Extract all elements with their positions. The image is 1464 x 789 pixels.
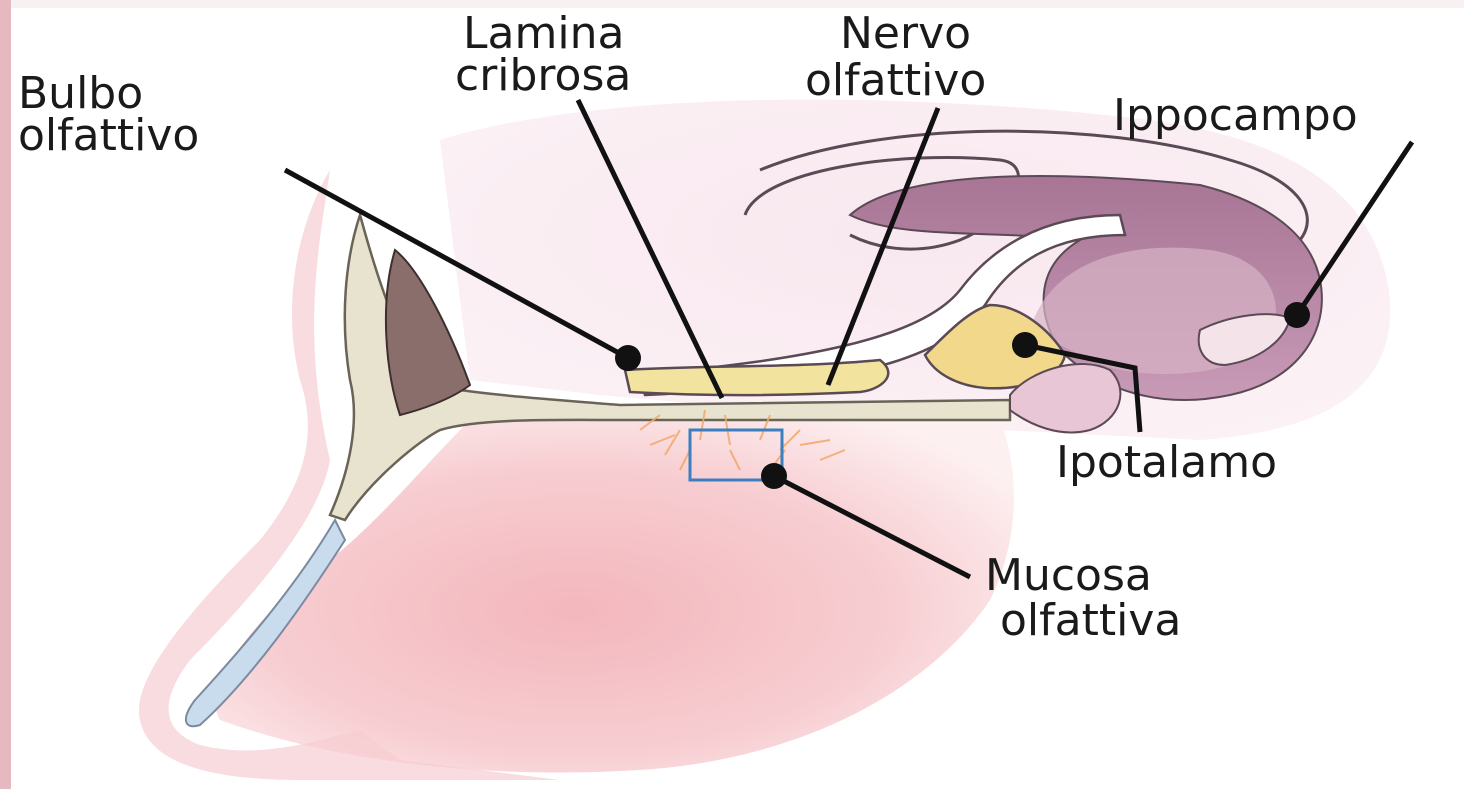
dot-mucosa [761,463,787,489]
label-nervo-line2: olfattivo [805,55,986,106]
dot-ippocampo [1284,302,1310,328]
dot-ipotalamo [1012,332,1038,358]
label-ipotalamo: Ipotalamo [1056,437,1277,488]
label-bulbo-line2: olfattivo [18,110,199,161]
label-nervo-line1: Nervo [840,8,971,59]
label-lamina-line2: cribrosa [455,50,631,101]
label-ippocampo: Ippocampo [1113,90,1358,141]
dot-bulbo [615,345,641,371]
nasal-cavity-region [216,413,1014,773]
label-mucosa-line1: Mucosa [985,550,1152,601]
label-mucosa-line2: olfattiva [1000,595,1181,646]
